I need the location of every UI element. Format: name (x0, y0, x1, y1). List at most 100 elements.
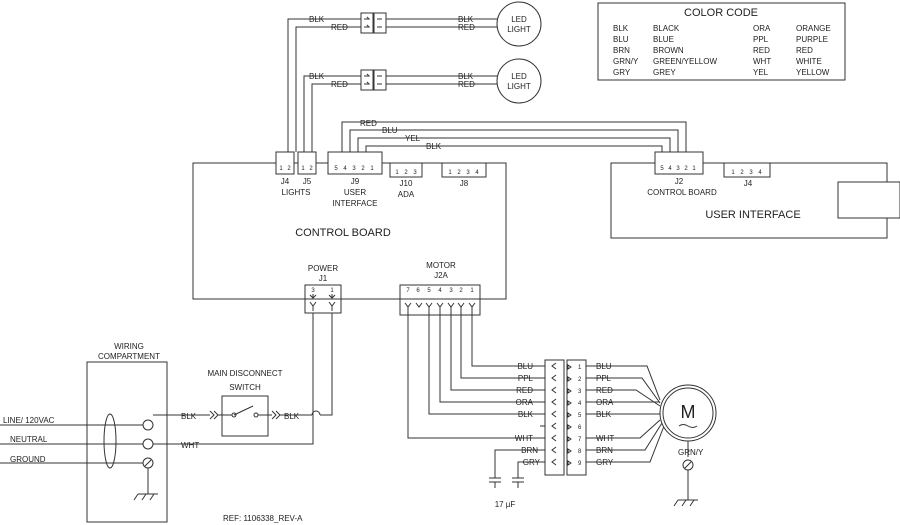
code-abbr: GRN/Y (613, 57, 639, 66)
control-board-title: CONTROL BOARD (295, 227, 391, 239)
svg-text:BLK: BLK (181, 412, 197, 421)
color-code-legend (597, 2, 846, 81)
svg-text:1: 1 (279, 166, 283, 172)
svg-text:5: 5 (578, 413, 582, 419)
wire-bundle (103, 413, 117, 469)
svg-text:COMPARTMENT: COMPARTMENT (98, 352, 160, 361)
code-abbr: RED (753, 46, 770, 55)
svg-text:BLK: BLK (309, 72, 325, 81)
code-name: BROWN (653, 46, 684, 55)
svg-text:J1: J1 (319, 274, 328, 283)
connector-j9: 5 4 3 2 1 J9 USER INTERFACE (327, 151, 383, 208)
svg-text:LINE/ 120VAC: LINE/ 120VAC (3, 416, 55, 425)
svg-text:J8: J8 (460, 179, 469, 188)
code-name: WHITE (796, 57, 822, 66)
motor-connector-labels: BLU PPL RED ORA BLK WHT BRN GRY 1 2 3 4 … (515, 362, 615, 467)
svg-text:RED: RED (458, 80, 475, 89)
connector-ui-j2: 5 4 3 2 1 J2 CONTROL BOARD (647, 151, 717, 197)
code-name: PURPLE (796, 35, 828, 44)
svg-text:J10: J10 (400, 179, 413, 188)
svg-text:J2: J2 (675, 177, 684, 186)
svg-text:1: 1 (301, 166, 305, 172)
code-abbr: BRN (613, 46, 630, 55)
svg-text:6: 6 (416, 288, 420, 294)
lights-label: LIGHTS (282, 188, 311, 197)
svg-text:MAIN DISCONNECT: MAIN DISCONNECT (207, 369, 282, 378)
svg-text:BLK: BLK (426, 142, 442, 151)
svg-text:BLU: BLU (517, 362, 533, 371)
svg-text:2: 2 (404, 170, 408, 176)
code-abbr: WHT (753, 57, 771, 66)
svg-text:LIGHT: LIGHT (507, 25, 531, 34)
svg-text:LIGHT: LIGHT (507, 82, 531, 91)
connector-ui-j4: 1 2 3 4 J4 (723, 162, 771, 188)
svg-text:WHT: WHT (181, 441, 199, 450)
code-name: ORANGE (796, 24, 831, 33)
svg-text:ADA: ADA (398, 190, 415, 199)
svg-text:RED: RED (360, 119, 377, 128)
svg-text:LED: LED (511, 15, 527, 24)
svg-text:5: 5 (427, 288, 431, 294)
svg-text:3: 3 (466, 170, 470, 176)
svg-text:USER: USER (344, 188, 366, 197)
ui-bus-wires: RED BLU YEL BLK (341, 119, 687, 152)
control-board (192, 162, 507, 300)
motor: M GRN/Y (659, 384, 717, 507)
svg-text:ORA: ORA (516, 398, 534, 407)
code-name: BLUE (653, 35, 674, 44)
svg-text:RED: RED (331, 80, 348, 89)
svg-text:1: 1 (470, 288, 474, 294)
line-input: LINE/ 120VAC (0, 416, 154, 431)
connector-j8: 1 2 3 4 J8 (441, 162, 487, 188)
motor-ground-label: GRN/Y (678, 448, 704, 457)
connector-j4: 1 2 J4 (275, 151, 295, 186)
svg-text:J5: J5 (303, 177, 312, 186)
svg-text:1: 1 (395, 170, 399, 176)
svg-text:RED: RED (516, 386, 533, 395)
svg-text:J2A: J2A (434, 271, 448, 280)
ui-display-window (837, 181, 900, 219)
svg-text:GRY: GRY (596, 458, 614, 467)
svg-text:PPL: PPL (596, 374, 612, 383)
svg-text:2: 2 (684, 166, 688, 172)
code-abbr: YEL (753, 68, 769, 77)
svg-text:BLK: BLK (518, 410, 534, 419)
main-disconnect-switch: MAIN DISCONNECT SWITCH BLK BLK (153, 313, 333, 437)
wiring-compartment (86, 361, 168, 523)
svg-text:2: 2 (287, 166, 291, 172)
svg-text:INTERFACE: INTERFACE (333, 199, 378, 208)
color-code-title: COLOR CODE (684, 7, 758, 19)
svg-text:BLU: BLU (596, 362, 612, 371)
motor-symbol: M (681, 402, 696, 422)
svg-text:6: 6 (578, 425, 582, 431)
svg-text:3: 3 (311, 288, 315, 294)
svg-text:BLK: BLK (458, 72, 474, 81)
connector-j10: 1 2 3 J10 ADA (389, 162, 423, 199)
svg-text:RED: RED (458, 23, 475, 32)
motor-wires: 17 µF (407, 307, 665, 509)
neutral-wire: WHT (153, 313, 314, 450)
svg-text:3: 3 (578, 389, 582, 395)
reference-number: REF: 1106338_REV-A (223, 514, 303, 523)
svg-text:MOTOR: MOTOR (426, 261, 456, 270)
svg-text:1: 1 (731, 170, 735, 176)
svg-text:2: 2 (740, 170, 744, 176)
svg-text:RED: RED (596, 386, 613, 395)
svg-text:4: 4 (578, 401, 582, 407)
svg-text:1: 1 (578, 365, 582, 371)
code-name: YELLOW (796, 68, 830, 77)
light-harness-top: BLK RED BLK RED (287, 12, 497, 152)
svg-text:SWITCH: SWITCH (229, 383, 261, 392)
code-abbr: BLK (613, 24, 629, 33)
svg-text:POWER: POWER (308, 264, 338, 273)
light-harness-bottom: BLK RED BLK RED (303, 69, 497, 152)
svg-text:J4: J4 (281, 177, 290, 186)
svg-text:J4: J4 (744, 179, 753, 188)
code-abbr: PPL (753, 35, 769, 44)
svg-text:1: 1 (370, 166, 374, 172)
svg-text:3: 3 (749, 170, 753, 176)
svg-text:2: 2 (578, 377, 582, 383)
led-light-top: LED LIGHT (496, 1, 542, 47)
code-abbr: GRY (613, 68, 631, 77)
compartment-label: WIRING (114, 342, 144, 351)
